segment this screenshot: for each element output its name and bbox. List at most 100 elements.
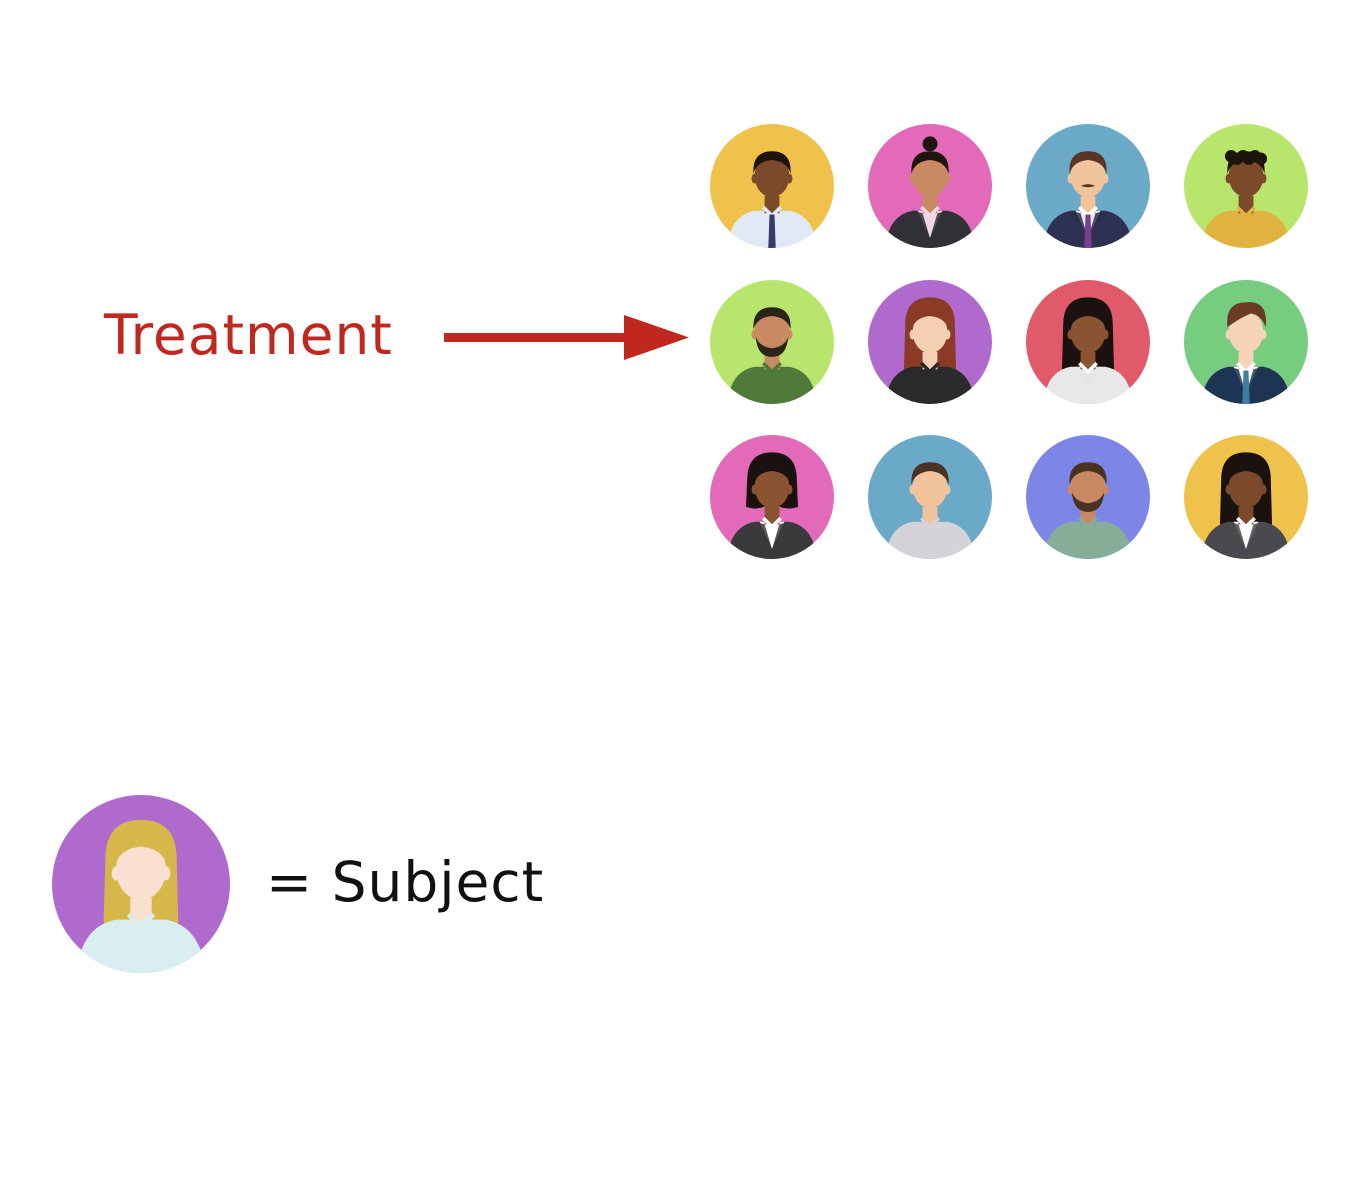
neck — [1238, 195, 1254, 214]
mustache — [1080, 184, 1096, 188]
neck — [1238, 351, 1254, 370]
collar — [1236, 516, 1256, 530]
collar — [920, 205, 940, 219]
face — [1070, 155, 1106, 198]
hair-top — [1227, 302, 1267, 328]
treatment-arrow — [444, 315, 689, 360]
ear-right — [1260, 173, 1267, 184]
neck — [922, 195, 938, 214]
ear-right — [944, 329, 951, 340]
collar — [920, 361, 940, 375]
ear-left — [1067, 173, 1074, 184]
neck — [922, 506, 938, 525]
lapel-left — [1070, 366, 1088, 395]
ear-right — [944, 484, 951, 495]
collar — [762, 361, 782, 375]
hair-top — [753, 307, 791, 330]
hair-top — [1227, 462, 1265, 485]
face — [912, 311, 948, 354]
hair-top — [753, 462, 791, 485]
lapel-left — [754, 521, 772, 550]
collar — [920, 516, 940, 530]
subject-avatar — [1184, 124, 1308, 248]
torso — [1201, 210, 1291, 248]
collar — [1236, 361, 1256, 375]
collar — [1236, 205, 1256, 219]
torso — [76, 919, 206, 973]
ear-left — [751, 484, 758, 495]
collar — [762, 205, 782, 219]
hair-top — [753, 151, 791, 174]
legend-subject-avatar — [52, 795, 230, 973]
treatment-label: Treatment — [104, 303, 393, 367]
torso — [885, 366, 975, 404]
face — [1228, 466, 1264, 509]
ear-right — [1260, 329, 1267, 340]
hair-top — [1069, 462, 1107, 485]
subject-avatar — [868, 435, 992, 559]
torso — [885, 521, 975, 559]
hair-top — [911, 462, 949, 485]
ear-right — [1102, 173, 1109, 184]
lapel-right — [1246, 366, 1264, 395]
face — [754, 311, 790, 354]
subject-avatar — [1184, 280, 1308, 404]
tie — [1084, 214, 1092, 248]
subject-avatar — [1026, 124, 1150, 248]
beard — [755, 337, 789, 357]
collar — [126, 912, 156, 931]
ear-right — [1260, 484, 1267, 495]
hair-top — [911, 307, 949, 330]
face — [754, 466, 790, 509]
ear-left — [909, 484, 916, 495]
lapel-right — [930, 210, 948, 239]
torso — [1043, 521, 1133, 559]
ear-left — [1225, 484, 1232, 495]
face — [1070, 311, 1106, 354]
lapel-right — [1088, 210, 1106, 239]
ear-left — [111, 866, 121, 881]
subject-avatar — [1026, 280, 1150, 404]
arrow-shaft — [444, 333, 630, 342]
subject-avatar — [710, 435, 834, 559]
neck — [922, 351, 938, 370]
tie — [768, 214, 776, 248]
subject-avatar — [710, 280, 834, 404]
face — [754, 155, 790, 198]
lapel-left — [912, 210, 930, 239]
subject-group — [710, 124, 1310, 560]
hair-top — [1227, 151, 1265, 174]
ear-left — [1225, 173, 1232, 184]
neck — [130, 898, 152, 924]
lapel-right — [772, 521, 790, 550]
lapel-left — [1228, 366, 1246, 395]
neck — [1080, 351, 1096, 370]
subject-avatar — [1184, 435, 1308, 559]
face — [1228, 311, 1264, 354]
ear-left — [909, 173, 916, 184]
face — [912, 466, 948, 509]
lapel-right — [1246, 521, 1264, 550]
hair-top — [1069, 151, 1107, 174]
collar — [1078, 516, 1098, 530]
hair-bun — [922, 136, 938, 152]
ear-left — [751, 173, 758, 184]
ear-left — [1067, 329, 1074, 340]
lapel-left — [1228, 521, 1246, 550]
ear-right — [1102, 329, 1109, 340]
legend-label: = Subject — [266, 850, 545, 914]
collar — [1078, 361, 1098, 375]
neck — [1080, 195, 1096, 214]
hair-top — [114, 834, 168, 867]
face — [1070, 466, 1106, 509]
collar — [1078, 205, 1098, 219]
ear-right — [786, 173, 793, 184]
subject-avatar — [710, 124, 834, 248]
subject-avatar — [1026, 435, 1150, 559]
ear-right — [1102, 484, 1109, 495]
arrow-head — [624, 315, 689, 360]
neck — [764, 506, 780, 525]
face — [912, 155, 948, 198]
face — [1228, 155, 1264, 198]
neck — [764, 195, 780, 214]
